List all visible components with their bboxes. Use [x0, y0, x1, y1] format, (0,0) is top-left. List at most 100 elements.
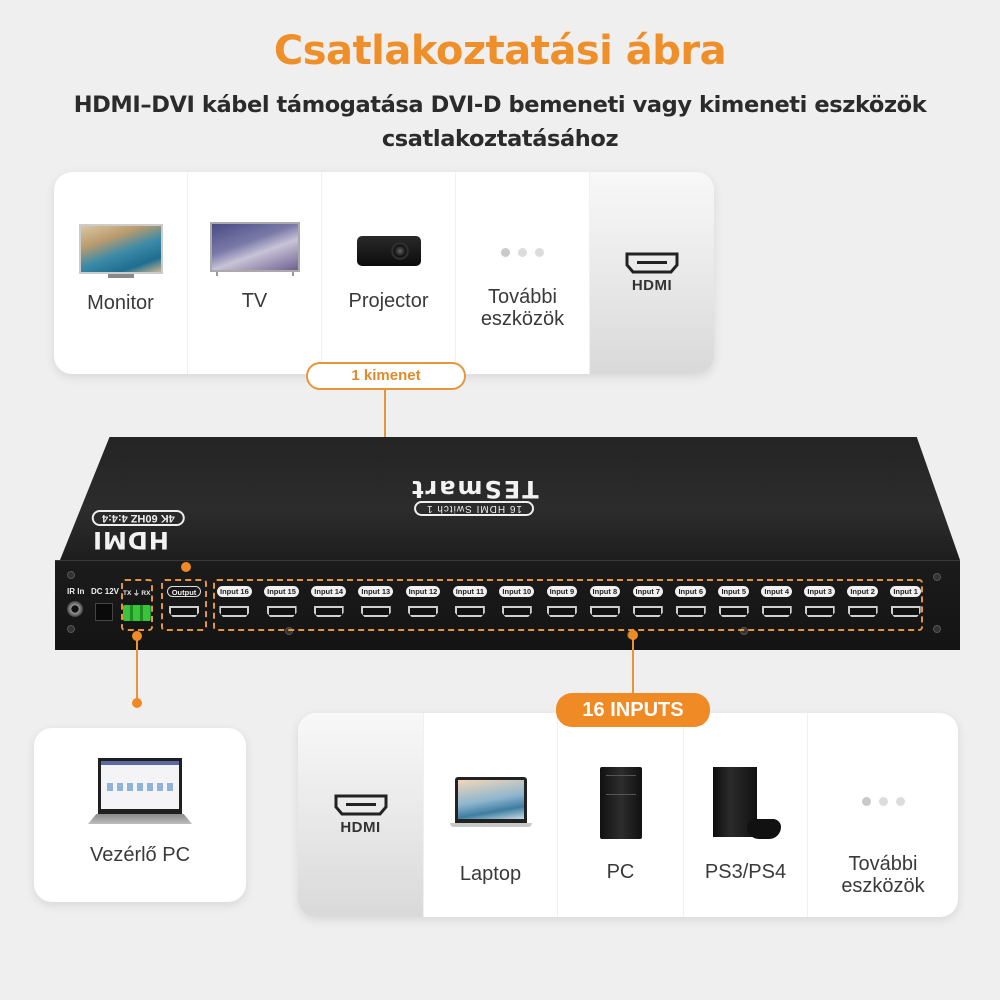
- input-device-pc: PC: [558, 713, 684, 917]
- screw: [740, 627, 748, 635]
- brand-label: TESmart 16 HDMI Switch 1: [410, 475, 539, 516]
- laptop-icon: [449, 777, 532, 827]
- output-device-more: További eszközök: [456, 172, 590, 374]
- brand-logo: TESmart: [410, 475, 539, 503]
- input-port-label: Input 11: [452, 586, 488, 597]
- input-port-label: Input 2: [847, 586, 878, 597]
- hdmi-port[interactable]: [266, 606, 297, 617]
- input-device-label: Laptop: [459, 863, 522, 885]
- hdmi-port[interactable]: [407, 606, 438, 617]
- output-device-label: Projector: [348, 290, 429, 312]
- output-hdmi-connector: HDMI: [590, 172, 714, 374]
- hdmi-port[interactable]: [360, 606, 391, 617]
- tv-icon: [209, 222, 300, 276]
- input-port[interactable]: Input 6: [675, 586, 707, 617]
- input-ports-group: [213, 579, 923, 631]
- screw: [67, 625, 75, 633]
- input-port[interactable]: Input 9: [546, 586, 578, 617]
- output-port-label: Output: [167, 586, 201, 597]
- control-pc-label: Vezérlő PC: [89, 844, 191, 866]
- switch-top-surface: [60, 437, 960, 560]
- output-devices-card: Monitor TV Projector További eszközök HD…: [54, 172, 714, 374]
- input-port-label: Input 8: [589, 586, 621, 597]
- screw: [67, 571, 75, 579]
- subtitle-line-2: csatlakoztatásához: [381, 126, 619, 152]
- input-port-label: Input 4: [761, 586, 792, 597]
- output-device-label: További eszközök: [480, 286, 565, 330]
- pc-tower-icon: [599, 767, 642, 839]
- input-port[interactable]: Input 1: [890, 586, 921, 617]
- more-dots-icon: [861, 797, 905, 807]
- ir-in-label: IR In: [67, 587, 85, 596]
- input-port[interactable]: Input 7: [632, 586, 664, 617]
- hdmi-port[interactable]: [454, 606, 485, 617]
- control-pc-card: Vezérlő PC: [34, 728, 246, 902]
- hdmi-port[interactable]: [546, 606, 577, 617]
- hdmi-port[interactable]: [804, 606, 835, 617]
- input-port-label: Input 5: [718, 586, 750, 597]
- input-device-label: PC: [606, 861, 635, 883]
- input-port[interactable]: Input 16: [217, 586, 252, 617]
- hdmi-port[interactable]: [761, 606, 792, 617]
- hdmi-port[interactable]: [632, 606, 663, 617]
- input-device-label: További eszközök: [841, 853, 925, 897]
- input-device-laptop: Laptop: [424, 713, 558, 917]
- hdmi-port[interactable]: [890, 606, 921, 617]
- input-port[interactable]: Input 8: [589, 586, 621, 617]
- hdmi-port[interactable]: [847, 606, 878, 617]
- input-device-label: PS3/PS4: [704, 861, 787, 883]
- model-label: 16 HDMI Switch 1: [414, 501, 535, 516]
- input-port[interactable]: Input 5: [718, 586, 750, 617]
- input-port[interactable]: Input 10: [499, 586, 535, 617]
- playstation-icon: [711, 767, 781, 839]
- output-count-callout: 1 kimenet: [306, 362, 466, 390]
- serial-terminal-port[interactable]: [123, 605, 151, 621]
- input-port[interactable]: Input 3: [804, 586, 835, 617]
- serial-connector-node: [132, 631, 142, 641]
- dc-power-port[interactable]: [95, 603, 113, 621]
- output-device-label: Monitor: [87, 292, 154, 314]
- input-port[interactable]: Input 14: [311, 586, 347, 617]
- input-port-label: Input 15: [264, 586, 299, 597]
- serial-port-group: [121, 579, 153, 631]
- input-port[interactable]: Input 4: [761, 586, 792, 617]
- switch-front-panel: IR In DC 12V TX ⏚ RX Output Input 16 Inp…: [55, 560, 960, 650]
- more-dots-icon: [501, 248, 544, 258]
- hdmi-port[interactable]: [675, 606, 706, 617]
- input-port[interactable]: Input 12: [405, 586, 441, 617]
- input-port-label: Input 10: [499, 586, 535, 597]
- control-laptop-icon: [88, 758, 192, 824]
- hdmi-port[interactable]: [589, 606, 620, 617]
- hdmi-port[interactable]: [718, 606, 749, 617]
- hdmi-port[interactable]: [313, 606, 344, 617]
- hdmi-connector-icon: HDMI: [625, 252, 679, 294]
- input-port-label: Input 7: [632, 586, 664, 597]
- inputs-connector-node: [628, 630, 638, 640]
- input-port-label: Input 1: [890, 586, 921, 597]
- input-port-label: Input 9: [546, 586, 578, 597]
- output-device-monitor: Monitor: [54, 172, 188, 374]
- hdmi-label: HDMI: [631, 277, 673, 294]
- input-port-label: Input 16: [217, 586, 252, 597]
- input-device-playstation: PS3/PS4: [684, 713, 808, 917]
- screw: [285, 627, 293, 635]
- hdmi-label: HDMI: [340, 819, 381, 836]
- input-port[interactable]: Input 13: [358, 586, 394, 617]
- input-port-label: Input 12: [405, 586, 441, 597]
- input-devices-card: HDMI Laptop PC PS3/PS4 További eszközök: [298, 713, 958, 917]
- input-port-label: Input 6: [675, 586, 707, 597]
- serial-label: TX ⏚ RX: [123, 590, 151, 597]
- hdmi-port[interactable]: [501, 606, 532, 617]
- output-hdmi-port[interactable]: [169, 606, 199, 617]
- serial-connector-end-node: [132, 698, 142, 708]
- input-port[interactable]: Input 15: [264, 586, 299, 617]
- hdmi-port[interactable]: [219, 606, 250, 617]
- hdmi-spec-label: 4K 60HZ 4:4:4: [92, 510, 185, 526]
- input-port[interactable]: Input 2: [847, 586, 878, 617]
- input-hdmi-connector: HDMI: [298, 713, 424, 917]
- ir-in-port[interactable]: [67, 601, 83, 617]
- input-port[interactable]: Input 11: [452, 586, 488, 617]
- monitor-icon: [78, 224, 163, 278]
- output-device-tv: TV: [188, 172, 322, 374]
- screw: [933, 625, 941, 633]
